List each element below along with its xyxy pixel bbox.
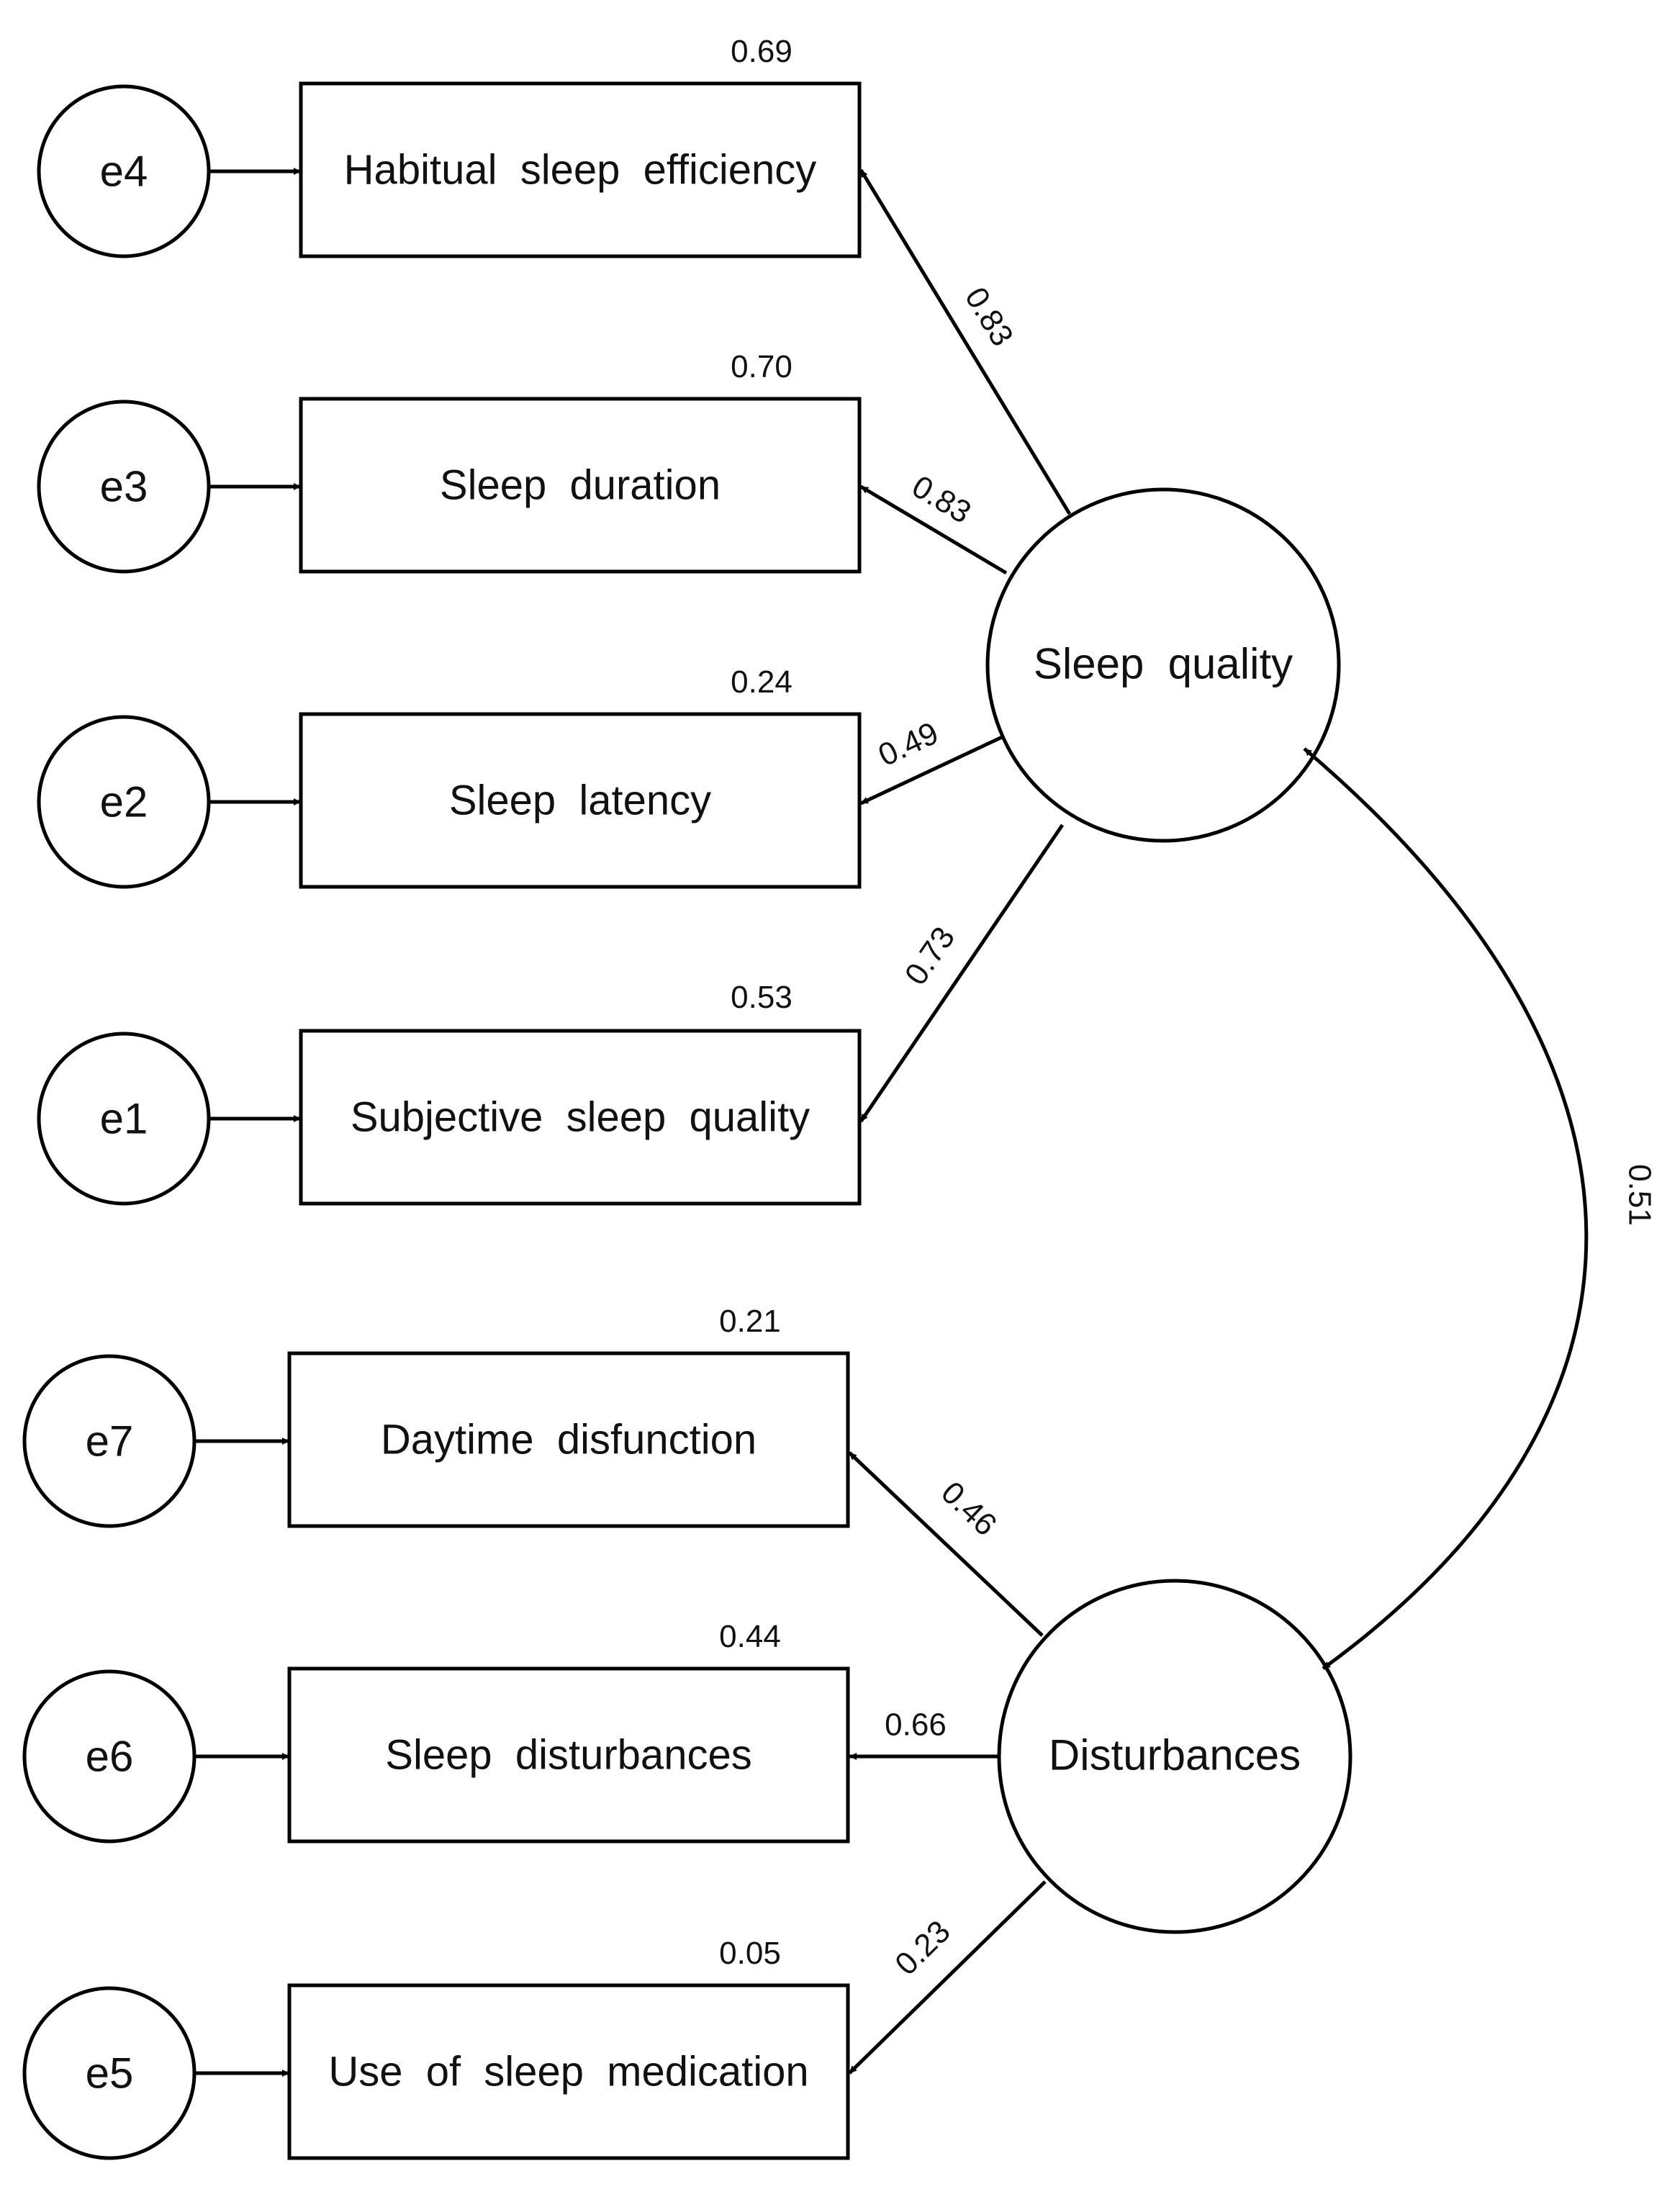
indicator-habitual-sleep-efficiency: e4 Habitual sleep efficiency 0.69 xyxy=(37,34,862,258)
error-label-e1: e1 xyxy=(100,1095,148,1143)
loading-arrow-habitual-sleep-efficiency xyxy=(859,168,1072,515)
error-label-e4: e4 xyxy=(100,148,148,196)
error-label-e2: e2 xyxy=(100,778,148,826)
indicator-label-habitual-sleep-efficiency: Habitual sleep efficiency xyxy=(344,147,817,194)
indicator-label-daytime-disfunction: Daytime disfunction xyxy=(381,1417,757,1463)
covariance-arrow xyxy=(1303,747,1589,1671)
latent-label-sleep-quality: Sleep quality xyxy=(1034,640,1293,688)
latent-label-disturbances: Disturbances xyxy=(1049,1731,1301,1779)
indicator-label-sleep-latency: Sleep latency xyxy=(449,777,711,824)
indicator-sleep-latency: e2 Sleep latency 0.24 xyxy=(37,664,862,889)
indicator-box-sleep-disturbances xyxy=(287,1666,850,1844)
error-label-e6: e6 xyxy=(86,1733,134,1781)
indicator-box-sleep-duration xyxy=(299,397,862,574)
loading-arrow-subjective-sleep-quality xyxy=(859,824,1065,1123)
r2-label-daytime-disfunction: 0.21 xyxy=(719,1304,781,1339)
loading-arrow-sleep-duration xyxy=(859,484,1008,575)
loading-arrow-sleep-latency xyxy=(859,735,1003,806)
error-label-e3: e3 xyxy=(100,463,148,511)
r2-label-sleep-duration: 0.70 xyxy=(731,349,792,384)
indicator-label-sleep-duration: Sleep duration xyxy=(440,462,721,509)
indicator-box-subjective-sleep-quality xyxy=(299,1029,862,1206)
indicator-daytime-disfunction: e7 Daytime disfunction 0.21 xyxy=(22,1304,850,1528)
covariance-label: 0.51 xyxy=(1622,1164,1658,1226)
indicator-subjective-sleep-quality: e1 Subjective sleep quality 0.53 xyxy=(37,980,862,1206)
indicator-use-of-sleep-medication: e5 Use of sleep medication 0.05 xyxy=(22,1936,850,2160)
indicator-box-daytime-disfunction xyxy=(287,1351,850,1528)
r2-label-subjective-sleep-quality: 0.53 xyxy=(731,980,792,1015)
latent-sleep-quality: Sleep quality xyxy=(985,487,1341,843)
latent-disturbances: Disturbances xyxy=(997,1579,1352,1934)
loading-label-habitual-sleep-efficiency: 0.83 xyxy=(958,281,1020,353)
loading-label-use-of-sleep-medication: 0.23 xyxy=(888,1914,957,1982)
indicator-sleep-duration: e3 Sleep duration 0.70 xyxy=(37,349,862,574)
r2-label-habitual-sleep-efficiency: 0.69 xyxy=(731,34,792,69)
r2-label-sleep-disturbances: 0.44 xyxy=(719,1619,781,1654)
r2-label-use-of-sleep-medication: 0.05 xyxy=(719,1936,781,1971)
error-label-e7: e7 xyxy=(86,1417,134,1466)
error-label-e5: e5 xyxy=(86,2049,134,2098)
indicator-box-sleep-latency xyxy=(299,712,862,889)
indicator-label-sleep-disturbances: Sleep disturbances xyxy=(385,1732,751,1779)
loading-arrow-daytime-disfunction xyxy=(848,1451,1044,1637)
indicator-box-habitual-sleep-efficiency xyxy=(299,81,862,258)
latent-node-sleep-quality xyxy=(985,487,1341,843)
loading-label-sleep-latency: 0.49 xyxy=(873,716,944,774)
loading-arrow-use-of-sleep-medication xyxy=(848,1880,1047,2075)
loading-label-subjective-sleep-quality: 0.73 xyxy=(898,921,962,991)
loading-label-daytime-disfunction: 0.46 xyxy=(934,1475,1003,1543)
indicator-label-subjective-sleep-quality: Subjective sleep quality xyxy=(351,1094,810,1141)
indicator-label-use-of-sleep-medication: Use of sleep medication xyxy=(328,2049,808,2095)
r2-label-sleep-latency: 0.24 xyxy=(731,664,792,700)
loading-label-sleep-disturbances: 0.66 xyxy=(885,1707,947,1743)
indicator-box-use-of-sleep-medication xyxy=(287,1983,850,2160)
indicator-sleep-disturbances: e6 Sleep disturbances 0.44 xyxy=(22,1619,850,1844)
